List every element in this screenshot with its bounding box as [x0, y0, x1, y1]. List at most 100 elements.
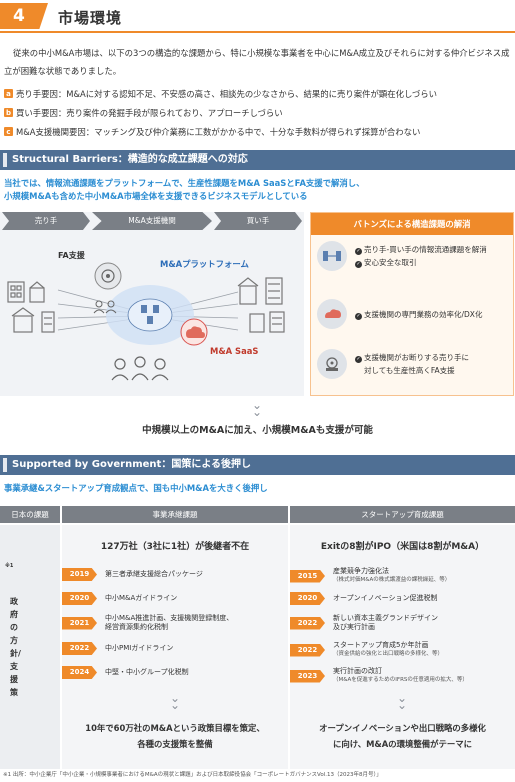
solution-panel-title: バトンズによる構造課題の解消	[311, 213, 513, 235]
platform-server-icon	[141, 305, 159, 324]
section-title: 市場環境	[58, 9, 123, 27]
fa-icon	[317, 349, 347, 379]
succession-item: 2020 中小M&Aガイドライン	[62, 592, 177, 605]
col-seller: 売り手	[2, 212, 90, 230]
succession-item-text: 中小M&Aガイドライン	[105, 594, 178, 602]
startup-item-text: スタートアップ育成5か年計画	[333, 641, 429, 649]
startup-foot-1: オープンイノベーションや出口戦略の多様化	[319, 723, 486, 733]
gov-row-label-sup: ※1	[5, 563, 14, 569]
succession-item-text: 中堅・中小グループ化税制	[105, 668, 189, 676]
year-tag: 2024	[62, 666, 97, 679]
saas-label: M&A SaaS	[210, 346, 259, 356]
section-number-box	[0, 3, 48, 29]
startup-column: Exitの8割がIPO（米国は8割がM&A） 2015 産業競争力強化法 （株式対価…	[290, 525, 515, 769]
startup-item: 2015 産業競争力強化法 （株式対価M&Aの株式譲渡益の課税繰延、等）	[290, 567, 450, 585]
year-tag: 2020	[290, 592, 325, 605]
succession-foot-2: 各種の支援策を整備	[137, 739, 213, 749]
structural-sub-1: 当社では、情報流通課題をプラットフォームで、生産性課題をM&A SaaSとFA支…	[4, 178, 365, 188]
succession-head: 127万社（3社に1社）が後継者不在	[100, 542, 250, 552]
gov-row-label-text: 政府の方針/支援策	[10, 597, 21, 697]
startup-item-text-2: 及び実行計画	[333, 623, 375, 631]
fa-support-label: FA支援	[58, 251, 85, 260]
solution-text: 支援機関の専門業務の効率化/DX化	[364, 309, 483, 319]
government-heading: Supported by Government：国策による後押し	[0, 455, 515, 475]
year-tag: 2021	[62, 616, 97, 630]
government-sub: 事業承継&スタートアップ育成観点で、国も中小M&Aを大きく後押し	[4, 483, 268, 493]
col-buyer: 買い手	[214, 212, 302, 230]
check-icon: ✓	[355, 248, 362, 255]
chevron-down-icon: ⌄⌄	[251, 398, 263, 419]
solution-text: 売り手-買い手の情報流通課題を解消	[364, 245, 487, 254]
gov-row-label: 政府の方針/支援策 ※1	[0, 525, 60, 769]
section-number: 4	[13, 6, 25, 26]
platform-label: M&Aプラットフォーム	[160, 259, 249, 269]
solution-text: 安心安全な取引	[364, 258, 417, 267]
solution-panel: バトンズによる構造課題の解消 ✓売り手-買い手の情報流通課題を解消 ✓安心安全な…	[310, 212, 514, 396]
year-tag: 2020	[62, 592, 97, 605]
fa-support-gear-icon	[94, 262, 122, 290]
startup-item-text: 産業競争力強化法	[333, 567, 389, 575]
chevron-down-icon: ⌄⌄	[396, 691, 408, 712]
startup-item: 2022 スタートアップ育成5か年計画 （資金供給の強化と出口戦略の多様化、等）	[290, 641, 443, 659]
footnote: ※1 出所：中小企業庁「中小企業・小規模事業者におけるM&Aの現状と課題」および…	[3, 772, 382, 778]
year-tag: 2022	[62, 642, 97, 655]
succession-item-text-2: 経営資源集約化税制	[105, 623, 168, 631]
saas-gear-icon	[180, 318, 208, 346]
startup-item-sub: （株式対価M&Aの株式譲渡益の課税繰延、等）	[333, 577, 451, 583]
startup-item-text: 実行計画の改訂	[333, 667, 382, 675]
succession-item: 2021 中小M&A推進計画、支援機関登録制度、経営資源集約化税制	[62, 614, 233, 632]
diagram-graphic	[7, 262, 285, 381]
year-tag: 2015	[290, 569, 325, 583]
succession-item: 2024 中堅・中小グループ化税制	[62, 666, 189, 679]
year-tag: 2019	[62, 568, 97, 581]
intro-paragraph: 従来の中小M&A市場は、以下の3つの構造的な課題から、特に小規模な事業者を中心に…	[4, 48, 510, 76]
succession-item-text: 中小M&A推進計画、支援機関登録制度、	[105, 614, 234, 622]
solution-text: 支援機関がお断りする売り手に	[364, 353, 469, 362]
buyer-buildings-icon	[237, 277, 285, 333]
structural-heading: Structural Barriers：構造的な成立課題への対応	[0, 150, 515, 170]
chevron-down-icon: ⌄⌄	[169, 691, 181, 712]
col-support: M&A支援機関	[92, 212, 212, 230]
check-icon: ✓	[355, 356, 362, 363]
startup-item-text: オープンイノベーション促進税制	[333, 594, 438, 602]
solution-item: ✓支援機関がお断りする売り手に 対しても生産性高くFA支援	[317, 349, 469, 379]
saas-icon	[317, 299, 347, 329]
issue-badge: c	[4, 127, 13, 136]
issue-text: M&A支援機関要因：マッチング及び仲介業務に工数がかかる中で、十分な手数料が得ら…	[16, 126, 421, 137]
advisor-people-icon	[93, 300, 117, 314]
startup-item: 2020 オープンイノベーション促進税制	[290, 592, 437, 605]
year-tag: 2022	[290, 643, 325, 657]
succession-item-text: 中小PMIガイドライン	[105, 644, 174, 652]
platform-icon	[317, 241, 347, 271]
startup-item-sub: （資金供給の強化と出口戦略の多様化、等）	[333, 651, 444, 657]
check-icon: ✓	[355, 312, 362, 320]
startup-head: Exitの8割がIPO（米国は8割がM&A）	[320, 542, 485, 552]
issue-text: 売り手要因：M&Aに対する認知不足、不安感の高さ、相談先の少なさから、結果的に売…	[16, 88, 437, 99]
solution-text: 対しても生産性高くFA支援	[364, 366, 455, 375]
section-header: 4 市場環境	[0, 3, 515, 33]
col-startup: スタートアップ育成課題	[290, 506, 515, 523]
solution-item: ✓支援機関の専門業務の効率化/DX化	[317, 299, 482, 329]
solution-item: ✓売り手-買い手の情報流通課題を解消 ✓安心安全な取引	[317, 241, 487, 271]
succession-item: 2022 中小PMIガイドライン	[62, 642, 173, 655]
col-succession: 事業承継課題	[62, 506, 288, 523]
seller-buildings-icon	[7, 281, 55, 333]
section-rule	[0, 31, 515, 33]
succession-foot-1: 10年で60万社のM&Aという政策目標を策定、	[85, 723, 265, 733]
year-tag: 2023	[290, 669, 325, 683]
col-japan-issue: 日本の課題	[0, 506, 60, 523]
issue-text: 買い手要因：売り案件の発掘手段が限られており、アプローチしづらい	[16, 107, 283, 118]
startup-item-text: 新しい資本主義グランドデザイン	[333, 614, 438, 622]
issue-badge: b	[4, 108, 13, 117]
structural-conclusion: 中規模以上のM&Aに加え、小規模M&Aも支援が可能	[142, 425, 373, 436]
startup-foot-2: に向け、M&Aの環境整備がテーマに	[333, 739, 472, 749]
structural-sub-2: 小規模M&Aも含めた中小M&A市場全体を支援できるビジネスモデルとしている	[4, 191, 308, 201]
